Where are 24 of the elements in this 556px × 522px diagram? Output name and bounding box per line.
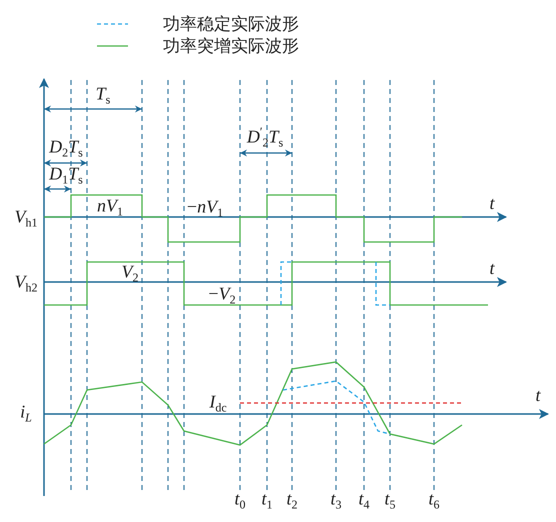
level-label: −nV$_{1}$	[186, 198, 224, 218]
dimension-label: T$_{s}$	[96, 84, 110, 106]
time-label: t$_{4}$	[358, 490, 370, 510]
level-label: nV$_{1}$	[97, 196, 123, 218]
axis-label: t	[490, 194, 494, 212]
legend-label: 功率稳定实际波形	[163, 14, 299, 36]
legend-label: 功率突增实际波形	[163, 36, 299, 58]
axis-label: V$_{h1}$	[14, 208, 38, 228]
axis-label: i$_{L}$	[20, 402, 32, 424]
axis-label: t	[490, 259, 494, 277]
axis-label: t	[536, 386, 540, 404]
dimension-label: D$_{2}$T$_{s}$	[49, 138, 83, 158]
axis-label: V$_{h2}$	[14, 272, 38, 294]
time-label: t$_{1}$	[262, 490, 272, 510]
level-label: I$_{dc}$	[209, 392, 227, 414]
time-label: t$_{2}$	[286, 490, 298, 510]
time-label: t$_{0}$	[234, 490, 246, 510]
level-label: −V$_{2}$	[208, 284, 236, 306]
level-label: V$_{2}$	[122, 262, 138, 284]
time-label: t$_{3}$	[330, 490, 342, 510]
dimension-label: D$_{1}$T$_{s}$	[49, 164, 83, 186]
time-label: t$_{6}$	[428, 490, 440, 510]
dimension-label: D$^{′}$$_{2}$T$_{s}$	[246, 126, 284, 148]
time-label: t$_{5}$	[384, 490, 396, 510]
